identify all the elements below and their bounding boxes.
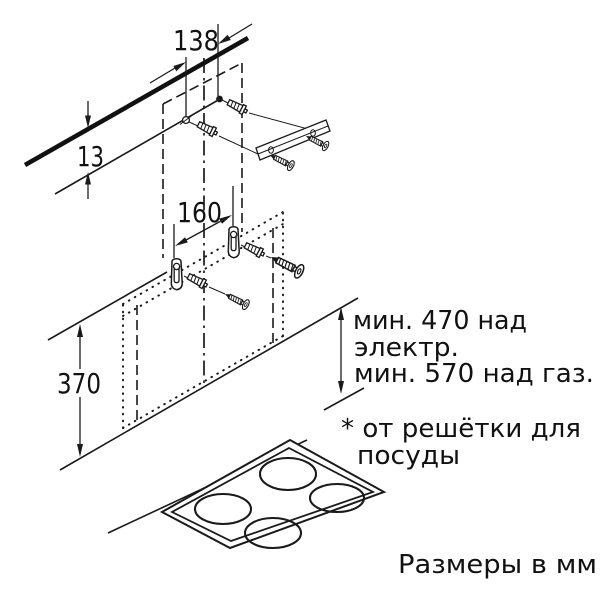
leader-line <box>221 99 229 104</box>
dim-138-label: 138 <box>173 24 219 57</box>
cooktop <box>159 438 387 550</box>
leader-line <box>208 286 226 295</box>
leader-line <box>218 135 259 155</box>
screw-icon <box>222 288 252 312</box>
dim-138-arrowhead-right <box>218 34 231 44</box>
template-dotted-bottom <box>122 335 284 429</box>
keyhole-bracket-right <box>227 226 240 259</box>
wall-anchor-icon <box>185 271 210 291</box>
burner <box>193 492 253 526</box>
dim-370-arrowhead-top <box>77 324 83 337</box>
top-mounting-line <box>54 98 221 195</box>
dim-13-arrowhead-top <box>85 115 91 128</box>
dim-13-label: 13 <box>77 140 104 173</box>
burner <box>258 456 318 492</box>
clearance-note-line2: электр. <box>354 333 459 363</box>
dim-138-arrow-line-right <box>228 23 253 39</box>
leader-line <box>248 112 309 130</box>
clearance-note-line3: мин. 570 над газ. <box>354 359 594 389</box>
dim-138-arrow-line-left <box>149 67 176 84</box>
footnote-line1: * от решётки для <box>341 414 581 444</box>
units-note: Размеры в мм <box>398 550 597 580</box>
drill-mark-left-icon <box>179 115 193 125</box>
leader-line <box>188 121 199 127</box>
dim-13-arrowhead-bottom <box>85 172 91 185</box>
cooktop-outline <box>159 438 387 550</box>
wall-anchor-icon <box>195 119 220 139</box>
keyhole-bracket-left <box>170 258 183 291</box>
bracket-mounting-line <box>47 271 168 341</box>
burner <box>243 516 303 550</box>
wall-anchor-icon <box>225 97 250 117</box>
dim-160-label: 160 <box>177 196 222 229</box>
dim-370-arrowhead-bottom <box>77 444 83 457</box>
leader-line <box>265 255 272 259</box>
grate-level-tick <box>323 387 365 411</box>
dim-160-arrowhead-left <box>175 237 188 246</box>
clearance-arrowhead-bottom <box>338 381 344 394</box>
dim-370-label: 370 <box>57 367 101 400</box>
burner <box>308 482 366 514</box>
hood-bottom-line <box>59 297 359 471</box>
dim-138-arrowhead-left <box>173 62 186 72</box>
ceiling-line <box>23 36 250 167</box>
footnote-line2: посуды <box>357 441 460 471</box>
clearance-arrowhead-top <box>338 307 344 320</box>
dim-160-arrowhead-right <box>219 215 232 224</box>
wall-anchor-icon <box>242 240 267 260</box>
template-dotted-top-second <box>122 223 284 317</box>
cooktop-inner-outline <box>170 446 376 542</box>
mounting-rail <box>255 119 331 161</box>
clearance-note-line1: мин. 470 над <box>353 306 527 336</box>
drill-mark-right-icon <box>216 95 223 103</box>
chimney-outline-dashed-top <box>162 62 243 105</box>
dim-160-line <box>185 220 222 241</box>
